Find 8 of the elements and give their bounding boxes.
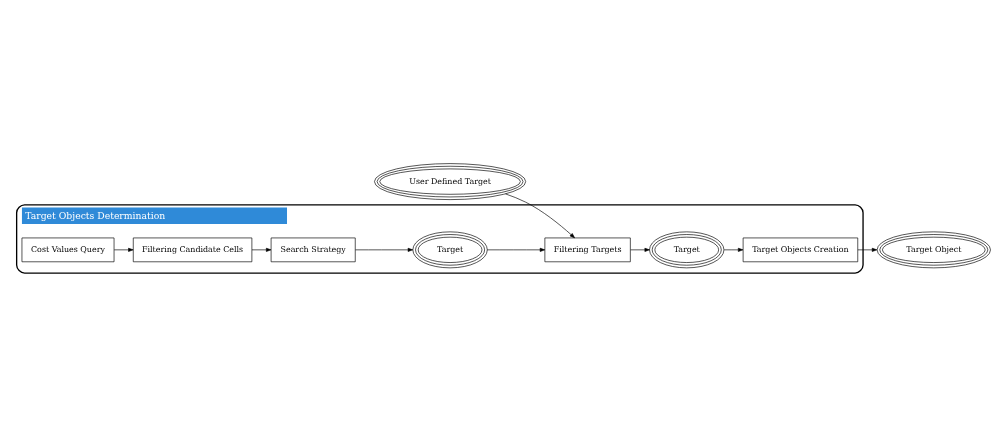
arrow bbox=[630, 247, 650, 252]
arrow bbox=[723, 247, 744, 252]
arrow bbox=[505, 193, 575, 239]
arrow bbox=[113, 247, 134, 252]
arrow bbox=[486, 247, 546, 252]
arrow bbox=[251, 247, 272, 252]
arrow bbox=[857, 247, 878, 252]
arrow bbox=[355, 247, 414, 252]
